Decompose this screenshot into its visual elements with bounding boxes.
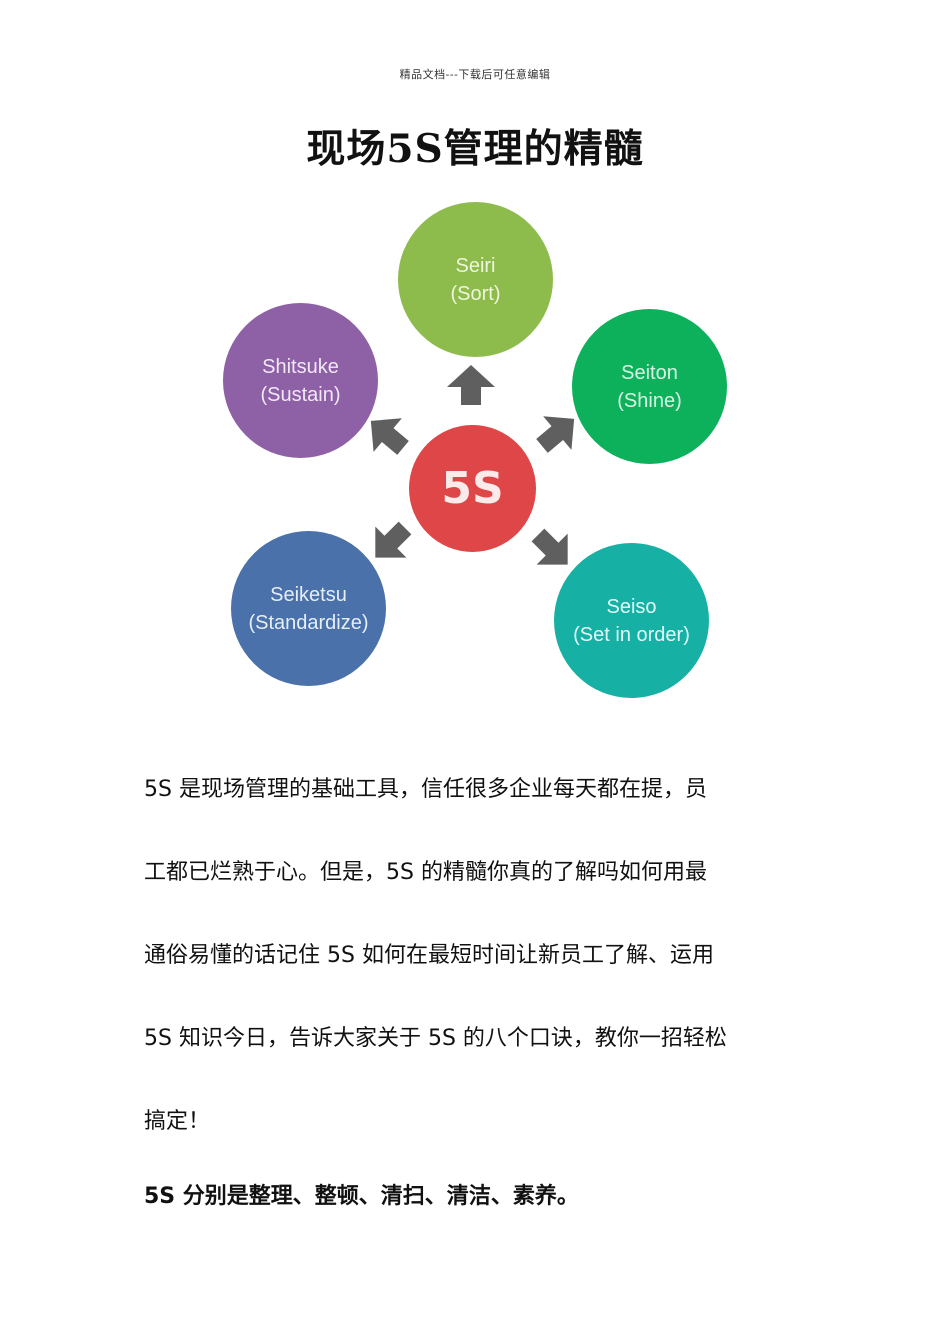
node-seiri-name: Seiri bbox=[455, 254, 496, 277]
body-paragraph: 5S 是现场管理的基础工具，信任很多企业每天都在提，员 工都已烂熟于心。但是，5… bbox=[144, 748, 809, 1163]
body-line: 搞定！ bbox=[144, 1109, 211, 1134]
node-seiri: Seiri (Sort) bbox=[398, 202, 553, 357]
body-line: 5S 知识今日，告诉大家关于 5S 的八个口诀，教你一招轻松 bbox=[144, 1026, 727, 1051]
node-seiketsu-name: Seiketsu bbox=[270, 583, 347, 606]
node-center-5s: 5S bbox=[409, 425, 536, 552]
arrow-up-icon bbox=[447, 365, 495, 405]
node-seiton-name: Seiton bbox=[621, 361, 678, 384]
node-seiketsu: Seiketsu (Standardize) bbox=[231, 531, 386, 686]
node-seiso: Seiso (Set in order) bbox=[554, 543, 709, 698]
node-seiton-translation: (Shine) bbox=[617, 389, 682, 412]
node-shitsuke-translation: (Sustain) bbox=[260, 383, 341, 406]
arrow-up-right-icon bbox=[536, 416, 575, 453]
arrow-down-left-icon bbox=[375, 521, 412, 558]
node-seiso-translation: (Set in order) bbox=[573, 623, 690, 646]
summary-heading: 5S 分别是整理、整顿、清扫、清洁、素养。 bbox=[144, 1184, 579, 1209]
node-seiri-translation: (Sort) bbox=[450, 282, 501, 305]
body-line: 通俗易懂的话记住 5S 如何在最短时间让新员工了解、运用 bbox=[144, 943, 714, 968]
body-line: 5S 是现场管理的基础工具，信任很多企业每天都在提，员 bbox=[144, 777, 707, 802]
node-seiton: Seiton (Shine) bbox=[572, 309, 727, 464]
node-shitsuke-name: Shitsuke bbox=[262, 355, 339, 378]
5s-diagram: Seiri (Sort) Seiton (Shine) Seiso (Set i… bbox=[210, 195, 800, 725]
arrow-down-right-icon bbox=[531, 528, 568, 565]
page-header-watermark: 精品文档---下载后可任意编辑 bbox=[399, 68, 551, 81]
arrow-up-left-icon bbox=[370, 418, 409, 455]
node-seiketsu-translation: (Standardize) bbox=[248, 611, 369, 634]
document-title: 现场5S管理的精髓 bbox=[306, 126, 644, 172]
body-line: 工都已烂熟于心。但是，5S 的精髓你真的了解吗如何用最 bbox=[144, 860, 707, 885]
node-center-label: 5S bbox=[441, 462, 504, 514]
node-shitsuke: Shitsuke (Sustain) bbox=[223, 303, 378, 458]
arrows-layer bbox=[370, 365, 575, 565]
node-seiso-name: Seiso bbox=[606, 595, 657, 618]
